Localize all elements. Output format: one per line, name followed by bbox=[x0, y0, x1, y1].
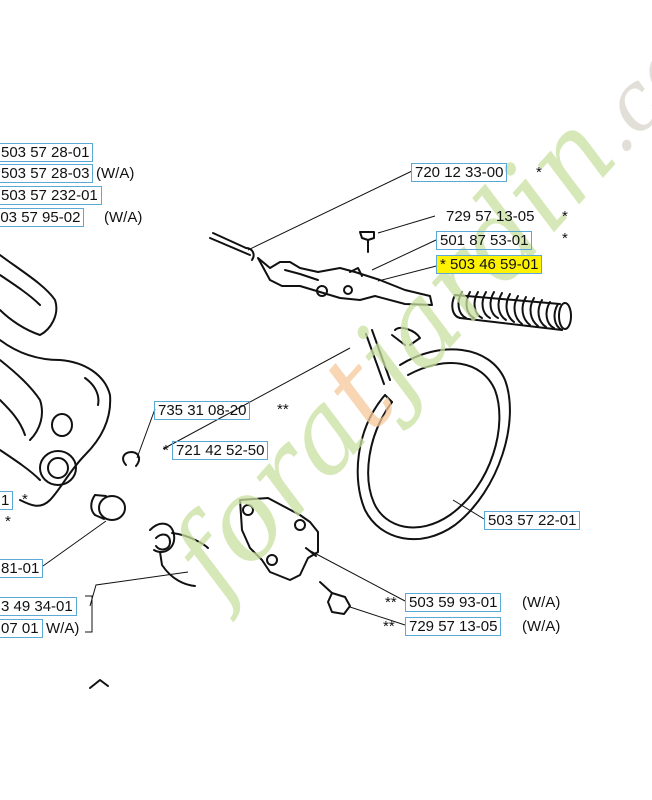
highlighted-part-label: * 503 46 59-01 bbox=[436, 255, 543, 274]
clutch-cover-housing bbox=[0, 254, 112, 507]
part-label: 501 87 53-01 bbox=[436, 231, 533, 250]
part-prefix: ** bbox=[385, 594, 397, 611]
screw bbox=[319, 581, 351, 615]
part-suffix: * bbox=[562, 208, 568, 225]
part-label: 81-01 bbox=[0, 559, 44, 578]
part-number: 503 46 59-01 bbox=[450, 256, 539, 273]
torsion-spring bbox=[149, 522, 209, 587]
part-label: 729 57 13-05 bbox=[446, 208, 535, 225]
part-label: 503 57 28-01 bbox=[0, 143, 94, 162]
part-label: 503 59 93-01 bbox=[405, 593, 502, 612]
collar-bushing bbox=[90, 494, 126, 521]
part-label: 07 01 bbox=[0, 619, 43, 638]
part-suffix: (W/A) bbox=[522, 594, 561, 611]
brake-band bbox=[356, 327, 511, 541]
circlip bbox=[122, 451, 141, 467]
part-label: 721 42 52-50 bbox=[172, 441, 269, 460]
part-suffix: * bbox=[22, 491, 28, 508]
part-label: 503 57 95-02 bbox=[0, 208, 85, 227]
part-suffix: * bbox=[5, 513, 11, 530]
part-suffix: (W/A) bbox=[104, 209, 143, 226]
part-label: 1 bbox=[0, 491, 14, 510]
part-label: 729 57 13-05 bbox=[405, 617, 502, 636]
brake-spring bbox=[451, 291, 572, 331]
part-suffix: * bbox=[536, 164, 542, 181]
part-label: 503 57 232-01 bbox=[0, 186, 102, 205]
part-label: 735 31 08-20 bbox=[154, 401, 251, 420]
part-label: 720 12 33-00 bbox=[411, 163, 508, 182]
part-label: 503 57 28-03 bbox=[0, 164, 94, 183]
part-label: 3 49 34-01 bbox=[0, 597, 77, 616]
band-bracket-plate bbox=[239, 497, 319, 581]
part-prefix: ** bbox=[383, 618, 395, 635]
part-label: 503 57 22-01 bbox=[484, 511, 581, 530]
part-suffix: (W/A) bbox=[522, 618, 561, 635]
part-suffix: * bbox=[562, 230, 568, 247]
part-suffix: W/A) bbox=[46, 620, 80, 637]
brake-lever-assembly bbox=[209, 231, 433, 306]
part-prefix: * bbox=[440, 256, 446, 273]
part-suffix: ** bbox=[277, 401, 289, 418]
part-prefix: * bbox=[163, 442, 169, 459]
part-suffix: (W/A) bbox=[96, 165, 135, 182]
